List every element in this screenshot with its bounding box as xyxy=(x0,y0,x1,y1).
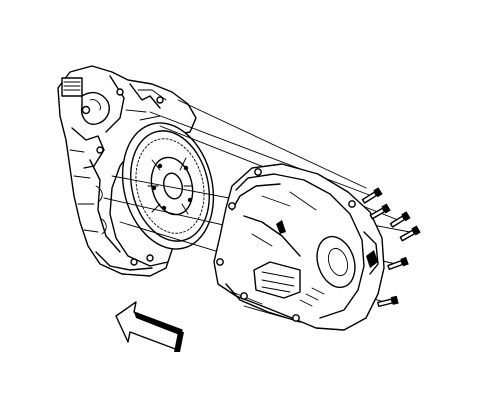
bolt-5 xyxy=(387,256,409,270)
engine-block xyxy=(57,65,197,277)
bolt-2 xyxy=(369,203,391,220)
bell-housing-bolts xyxy=(361,187,421,308)
direction-arrow xyxy=(115,301,184,352)
bolt-6 xyxy=(377,295,399,308)
transmission-bell-housing xyxy=(213,163,385,331)
bolt-1 xyxy=(361,187,383,204)
bolt-3 xyxy=(389,211,411,228)
bolt-4 xyxy=(399,225,421,242)
